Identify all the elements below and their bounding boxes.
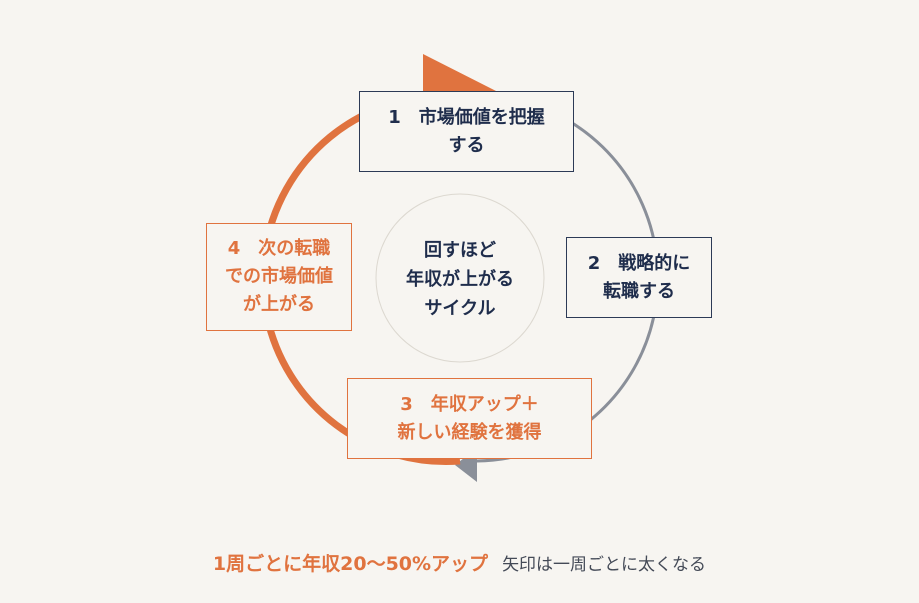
center-circle bbox=[375, 193, 545, 363]
footer: 1周ごとに年収20〜50%アップ 矢印は一周ごとに太くなる bbox=[0, 549, 919, 579]
step-1-box: 1 市場価値を把握 する bbox=[359, 91, 574, 172]
footer-note-text: 矢印は一周ごとに太くなる bbox=[502, 555, 707, 575]
footer-main-text: 1周ごとに年収20〜50%アップ bbox=[212, 553, 489, 575]
step-3-box: 3 年収アップ＋ 新しい経験を獲得 bbox=[347, 378, 592, 459]
step-4-box: 4 次の転職 での市場価値 が上がる bbox=[206, 223, 352, 331]
center-label: 回すほど 年収が上がる サイクル bbox=[406, 239, 514, 319]
step-2-box: 2 戦略的に 転職する bbox=[566, 237, 712, 318]
orange-arrowhead bbox=[423, 54, 498, 98]
